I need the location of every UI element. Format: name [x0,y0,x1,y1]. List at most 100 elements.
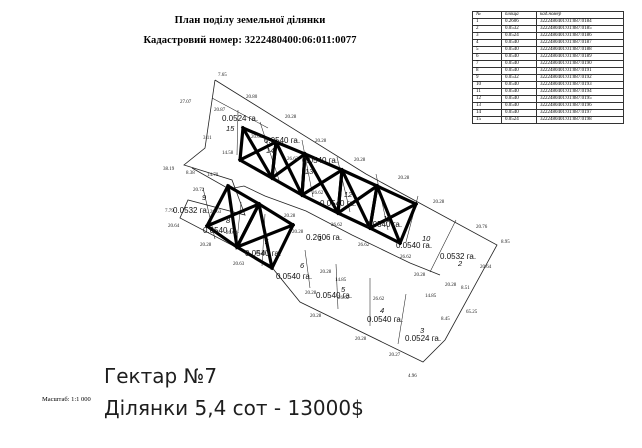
dimension-label: 20.28 [320,270,332,275]
plot-number: 5 [341,285,346,294]
parcel-boundary [179,79,498,363]
dimension-label: 20.28 [310,314,322,319]
plot-number: 6 [300,261,305,270]
dimension-label: 20.28 [433,200,445,205]
plot-number: 4 [380,306,384,315]
dimension-label: 20.28 [285,115,297,120]
dimension-label: 20.72 [193,188,205,193]
plot-12[interactable]: 120.0540 га. [320,190,356,208]
plot-1[interactable]: 10.2606 га. [306,233,342,243]
plot-9[interactable]: 9 0.0532 га. [173,193,209,215]
plot-11[interactable]: 110.0540 га. [366,214,402,229]
plot-area: 0.0540 га. [366,220,402,229]
dimension-label: 8.95 [501,240,510,245]
plot-area: 0.0540 га. [396,241,432,250]
dimension-label: 26.62 [358,243,370,248]
plot-4[interactable]: 40.0540 га. [367,306,403,324]
dimension-label: 20.28 [255,251,267,256]
plot-area: 0.0540 га. [302,156,338,165]
plot-area: 0.0524 га. [405,334,441,343]
plot-13[interactable]: 13 0.0540 га. [302,156,338,176]
dimension-label: 14.70 [207,173,219,178]
dimension-label: 20.64 [480,265,492,270]
plot-7[interactable]: 7 0.0540 га. [245,237,281,258]
dimension-label: 20.76 [476,225,488,230]
plot-number: 2 [457,259,463,268]
plot-number: 10 [422,234,431,243]
dimension-label: 20.28 [315,139,327,144]
plot-area: 0.0540 га. [316,291,352,300]
plot-6[interactable]: 6 0.0540 га. [276,261,312,281]
dimension-label: 20.80 [246,95,258,100]
plot-3[interactable]: 30.0524 га. [405,326,441,343]
plot-area: 0.0540 га. [245,249,281,258]
dimension-label: 20.27 [389,353,401,358]
dimension-label: 20.63 [233,262,245,267]
dimension-label: 20.63 [251,135,263,140]
plan-title: План поділу земельної ділянки [174,15,326,26]
dimension-label: 20.28 [354,158,366,163]
dimension-label: 26.62 [400,255,412,260]
plot-area: 0.0540 га. [320,199,356,208]
dimension-label: 20.28 [200,243,212,248]
dimension-label: 20.28 [398,176,410,181]
plot-number: 7 [264,237,269,246]
dimension-label: 8.45 [441,317,450,322]
dimension-label: 20.28 [292,230,304,235]
plot-number: 8 [226,216,231,225]
plot-10[interactable]: 100.0540 га. [396,234,432,250]
scale-label: Масштаб: 1:1 000 [42,396,91,403]
dimension-label: 27.07 [180,100,192,105]
dimension-label: 14.85 [335,278,347,283]
plot-area: 0.0532 га. [173,206,209,215]
hectare-caption: Гектар №7 [104,364,218,388]
plot-14[interactable]: 140.0540 га. [264,136,300,155]
dimension-label: 20.64 [168,224,180,229]
plot-area: 0.0540 га. [203,226,239,235]
dimension-label: 26.62 [312,191,324,196]
dimension-label: 20.28 [305,291,317,296]
dimension-label: 7.79 [165,209,174,214]
dimension-label: 4.96 [408,374,417,379]
plot-number: 3 [420,326,425,335]
dimension-label: 26.62 [373,297,385,302]
dimension-label: 7.65 [218,73,227,78]
dimension-label: 20.28 [284,214,296,219]
dimension-label: 26.63 [226,231,238,236]
dimension-label: 26.62 [331,223,343,228]
dimension-label: 8.38 [186,171,195,176]
dimension-label: 20.28 [445,283,457,288]
dimension-label: 26.63 [210,210,222,215]
plot-number: 9 [202,193,207,202]
dimension-label: 3.11 [203,136,212,141]
plot-area: 0.0540 га. [276,272,312,281]
plot-15[interactable]: 150.0524 га. [222,114,258,133]
dimension-label: 26.63 [287,157,299,162]
plot-area: 0.2606 га. [306,233,342,242]
dimension-label: 20.28 [355,337,367,342]
plot-area: 0.0532 га. [440,252,476,261]
dimension-label: 20.28 [414,273,426,278]
dimension-label: 14.85 [425,294,437,299]
dimension-label: 65.25 [466,310,478,315]
plot-8[interactable]: 80.0540 га. [203,216,239,235]
plot-area: 0.0524 га. [222,114,258,123]
price-caption: Ділянки 5,4 сот - 13000$ [104,396,364,420]
table-cell: 3222480401:01:087:0198 [536,116,624,124]
highlighted-plots [204,125,419,271]
plot-2[interactable]: 20.0532 га. [440,252,476,268]
dimension-label: 8.51 [461,286,470,291]
plot-number: 11 [383,214,391,223]
dimension-label: 20.87 [214,108,226,113]
dimension-label: 38.19 [163,167,175,172]
plot-number: 13 [305,167,314,176]
plot-5[interactable]: 50.0540 га. [316,285,352,300]
plot-number: 15 [226,124,235,133]
dimension-label: 26.62 [338,296,350,301]
plot-area: 0.0540 га. [264,136,300,145]
cadastral-number: Кадастровий номер: 3222480400:06:011:007… [143,35,357,46]
plot-number: 12 [344,190,353,199]
